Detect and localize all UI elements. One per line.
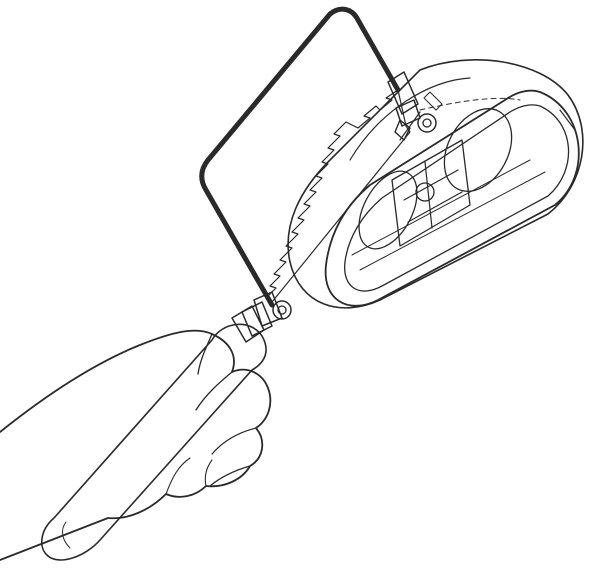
driver-hole-left [347,162,429,259]
finger-crease-1 [196,372,232,410]
palm-line [166,458,190,494]
coping-saw [42,9,442,560]
saw-frame [202,9,398,305]
enclosure-inner-opening [345,105,569,291]
saw-blade [268,90,410,302]
saw-handle [42,324,266,560]
hand [0,331,270,560]
finger-crease-2 [212,428,256,454]
hand-outline [0,331,270,560]
